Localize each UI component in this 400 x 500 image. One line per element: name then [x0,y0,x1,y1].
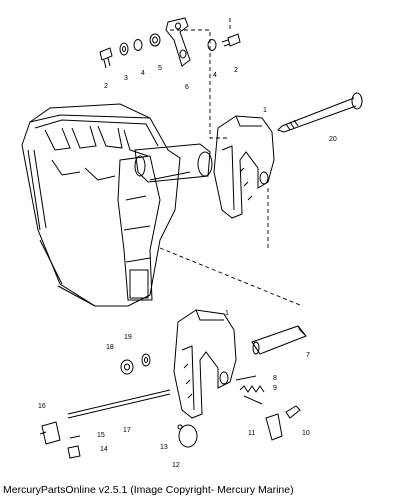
callout-16: 16 [38,403,46,410]
callout-14: 14 [100,446,108,453]
callout-11: 11 [248,430,255,437]
callout-1: 1 [225,310,229,317]
callout-5: 5 [158,65,162,72]
callout-1: 1 [263,107,267,114]
callout-2: 2 [104,83,108,90]
callout-6: 6 [185,84,189,91]
top-hardware [99,17,241,139]
callout-10: 10 [302,430,310,437]
callout-20: 20 [329,136,337,143]
callout-7: 7 [306,352,310,359]
callout-17: 17 [123,427,131,434]
copyright-footer: MercuryPartsOnline v2.5.1 (Image Copyrig… [3,484,294,496]
callout-2: 2 [234,67,238,74]
callout-labels: 1 1 2 2 3 4 4 5 6 7 8 9 10 11 12 13 14 1… [38,65,337,469]
callout-4: 4 [141,70,145,77]
alignment-line [159,247,301,306]
tilt-bolt [277,92,363,133]
callout-9: 9 [273,385,277,392]
driveshaft-housing [21,103,213,307]
callout-12: 12 [172,462,180,469]
callout-15: 15 [97,432,105,439]
callout-19: 19 [124,334,132,341]
callout-13: 13 [160,444,168,451]
lower-clamp-bracket [173,309,237,419]
exploded-parts-diagram: 1 1 2 2 3 4 4 5 6 7 8 9 10 11 12 13 14 1… [21,17,363,469]
lower-hardware [39,325,307,459]
callout-8: 8 [273,375,277,382]
callout-18: 18 [106,344,114,351]
callout-3: 3 [124,75,128,82]
upper-clamp-bracket [213,115,275,219]
callout-4: 4 [213,72,217,79]
